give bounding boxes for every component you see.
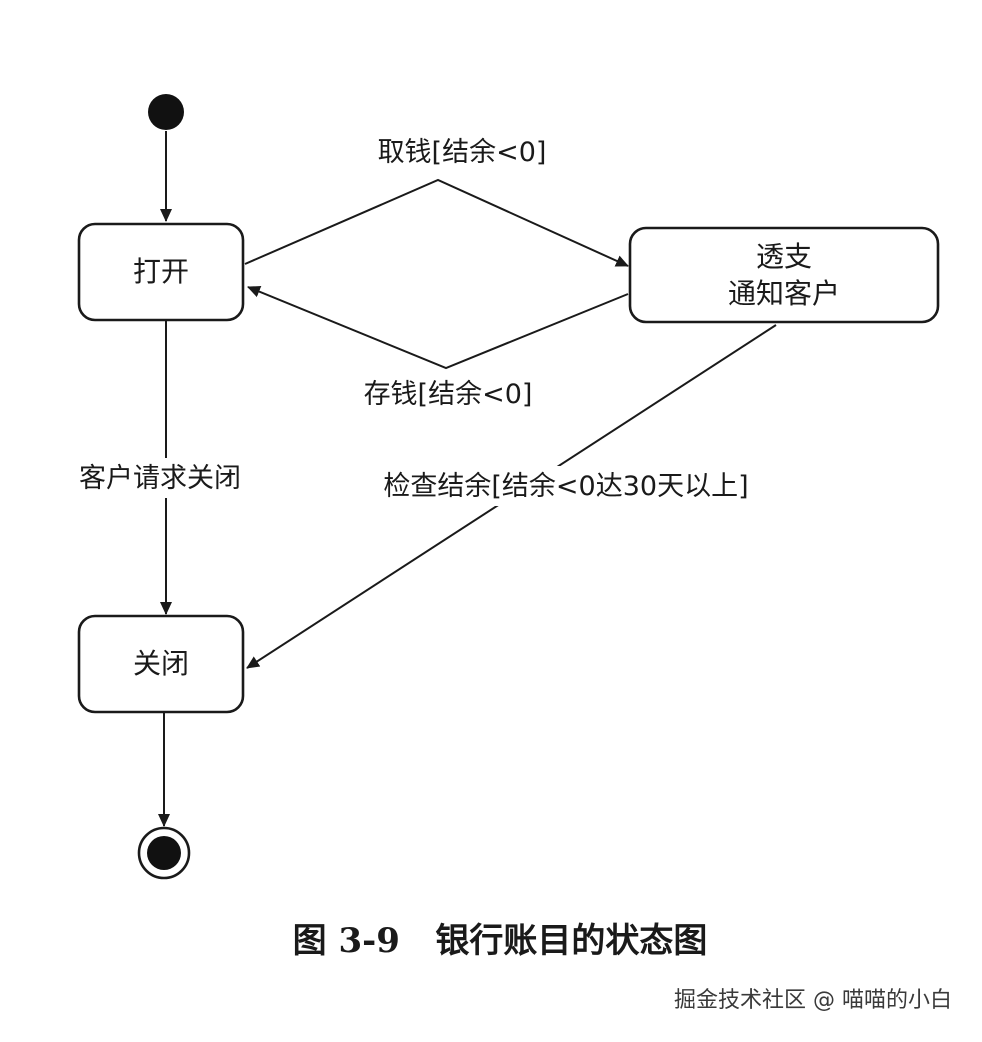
figure-caption: 图 3-9 银行账目的状态图 bbox=[293, 921, 708, 961]
initial-node bbox=[148, 94, 184, 130]
transition-request-close-label-background bbox=[52, 458, 270, 498]
transition-deposit-label: 存钱[结余<0] bbox=[364, 379, 533, 410]
state-closed-label: 关闭 bbox=[133, 647, 189, 680]
transition-deposit-arrow bbox=[247, 285, 629, 370]
state-overdrawn-label-line2: 通知客户 bbox=[728, 277, 840, 310]
transition-check-balance-label-background bbox=[350, 466, 782, 506]
transition-withdraw-arrow bbox=[244, 178, 629, 267]
transition-request-close-label: 客户请求关闭 bbox=[79, 463, 241, 494]
final-node-core bbox=[147, 836, 181, 870]
state-overdrawn-label-line1: 透支 bbox=[756, 240, 812, 273]
transition-withdraw-label: 取钱[结余<0] bbox=[378, 137, 547, 168]
state-open-label: 打开 bbox=[133, 255, 189, 288]
state-closed-box bbox=[77, 614, 245, 714]
state-overdrawn-box bbox=[628, 226, 940, 324]
transition-check-balance-label: 检查结余[结余<0达30天以上] bbox=[383, 471, 748, 502]
state-open-box bbox=[77, 222, 245, 322]
watermark: 掘金技术社区 @ 喵喵的小白 bbox=[674, 988, 952, 1013]
